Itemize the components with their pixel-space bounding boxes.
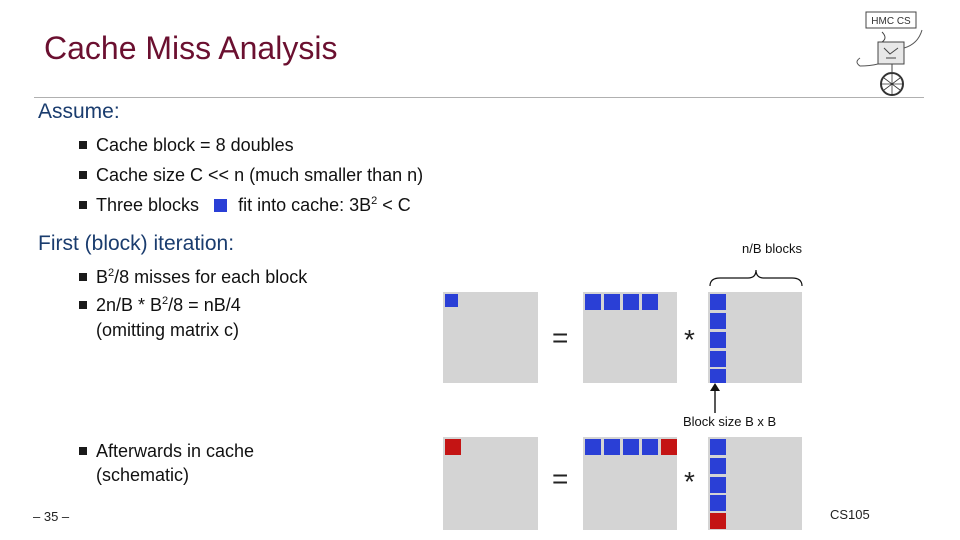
matrix-c [443,292,538,383]
blue-block-icon [214,199,228,212]
bullet-icon [79,201,87,209]
b-block [710,495,726,511]
b-block [710,458,726,474]
bullet-cache-size: Cache size C << n (much smaller than n) [96,165,424,185]
up-arrow-icon [708,382,722,414]
a-block [623,439,639,455]
b-block [710,439,726,455]
bullet-omit-note: (omitting matrix c) [96,320,240,340]
a-block [642,439,658,455]
multiply-sign: * [684,466,695,497]
c-block [445,294,458,307]
bullet-schematic: (schematic) [96,465,190,485]
slide-title: Cache Miss Analysis [44,30,338,66]
course-label: CS105 [830,507,870,522]
equals-sign: = [552,463,569,494]
bullet-icon [79,171,87,179]
logo-lettering: HMC CS [871,16,911,27]
title-divider [34,97,924,98]
b-block [710,294,726,310]
page-number: – 35 – [33,509,70,524]
bullet-cache-block: Cache block = 8 doubles [96,135,294,155]
a-block [604,439,620,455]
b-block [710,313,726,329]
bullet-icon [79,447,87,455]
a-block [642,294,658,310]
bullet-afterwards: Afterwards in cache [96,441,255,461]
a-block [585,439,601,455]
b-block [710,351,726,367]
bullet-misses-per-block: B2/8 misses for each block [96,267,308,287]
assume-heading: Assume: [38,100,120,123]
bullet-three-blocks-start: Three blocks [96,195,200,215]
hmc-cs-logo: HMC CS [852,8,930,100]
bullet-three-blocks: Three blocks fit into cache: 3B2 < C [96,193,411,217]
nb-blocks-label: n/B blocks [742,241,802,256]
bullet-icon [79,141,87,149]
c-block-cached [445,439,461,455]
a-block [585,294,601,310]
a-block-cached [661,439,677,455]
equals-sign: = [552,322,569,353]
block-size-label: Block size B x B [683,414,777,429]
b-block [710,369,726,383]
b-block [710,332,726,348]
b-block [710,477,726,493]
first-iteration-heading: First (block) iteration: [38,232,235,255]
brace-icon [708,268,804,288]
multiply-sign: * [684,324,695,355]
bullet-icon [79,273,87,281]
b-block-cached [710,513,726,529]
bullet-icon [79,301,87,309]
a-block [623,294,639,310]
a-block [604,294,620,310]
bullet-total-misses: 2n/B * B2/8 = nB/4 [96,295,241,315]
bullet-three-blocks-end: fit into cache: 3B2 < C [238,195,411,215]
